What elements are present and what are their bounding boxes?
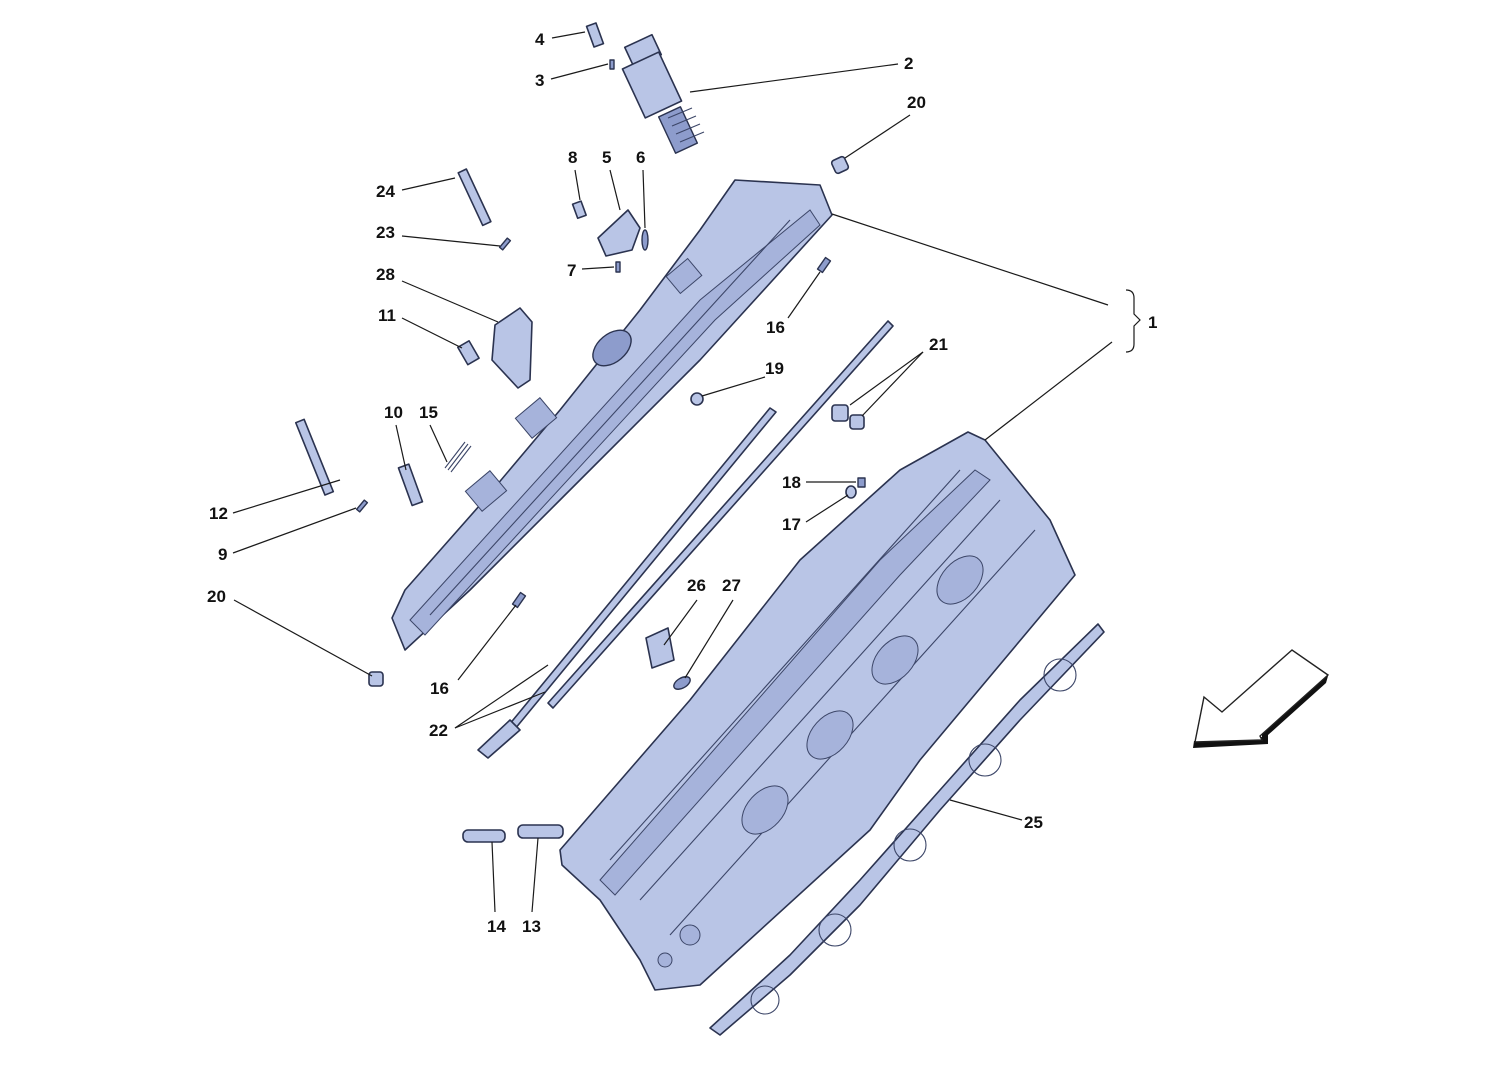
callout-25: 25 <box>1024 813 1043 832</box>
camshaft-carrier <box>391 179 833 651</box>
callout-2: 2 <box>904 54 913 73</box>
callout-21: 21 <box>929 335 948 354</box>
callout-16-lower: 16 <box>430 679 449 698</box>
callout-14: 14 <box>487 917 506 936</box>
callout-18: 18 <box>782 473 801 492</box>
small-components <box>294 22 866 843</box>
callout-22: 22 <box>429 721 448 740</box>
callout-11: 11 <box>378 306 396 325</box>
solenoid-valve <box>621 33 705 154</box>
callout-20-upper: 20 <box>907 93 926 112</box>
callout-15: 15 <box>419 403 438 422</box>
orientation-arrow-icon <box>1193 649 1330 748</box>
callout-9: 9 <box>218 545 227 564</box>
callout-7: 7 <box>567 261 576 280</box>
callout-17: 17 <box>782 515 801 534</box>
callout-1: 1 <box>1148 313 1157 332</box>
callout-19: 19 <box>765 359 784 378</box>
leader-lines <box>232 31 1141 913</box>
head-gasket <box>709 623 1105 1036</box>
callout-27: 27 <box>722 576 741 595</box>
cylinder-head <box>559 431 1076 991</box>
callout-16-upper: 16 <box>766 318 785 337</box>
callout-12: 12 <box>209 504 228 523</box>
callout-13: 13 <box>522 917 541 936</box>
callout-10: 10 <box>384 403 403 422</box>
callout-6: 6 <box>636 148 645 167</box>
callout-28: 28 <box>376 265 395 284</box>
callout-labels: 1 2 3 4 5 6 7 8 9 10 11 12 13 14 15 16 1… <box>207 30 1157 936</box>
callout-23: 23 <box>376 223 395 242</box>
callout-4: 4 <box>535 30 545 49</box>
oil-tubes <box>477 320 894 759</box>
callout-26: 26 <box>687 576 706 595</box>
callout-24: 24 <box>376 182 395 201</box>
callout-20-lower: 20 <box>207 587 226 606</box>
callout-3: 3 <box>535 71 544 90</box>
callout-8: 8 <box>568 148 577 167</box>
callout-5: 5 <box>602 148 611 167</box>
